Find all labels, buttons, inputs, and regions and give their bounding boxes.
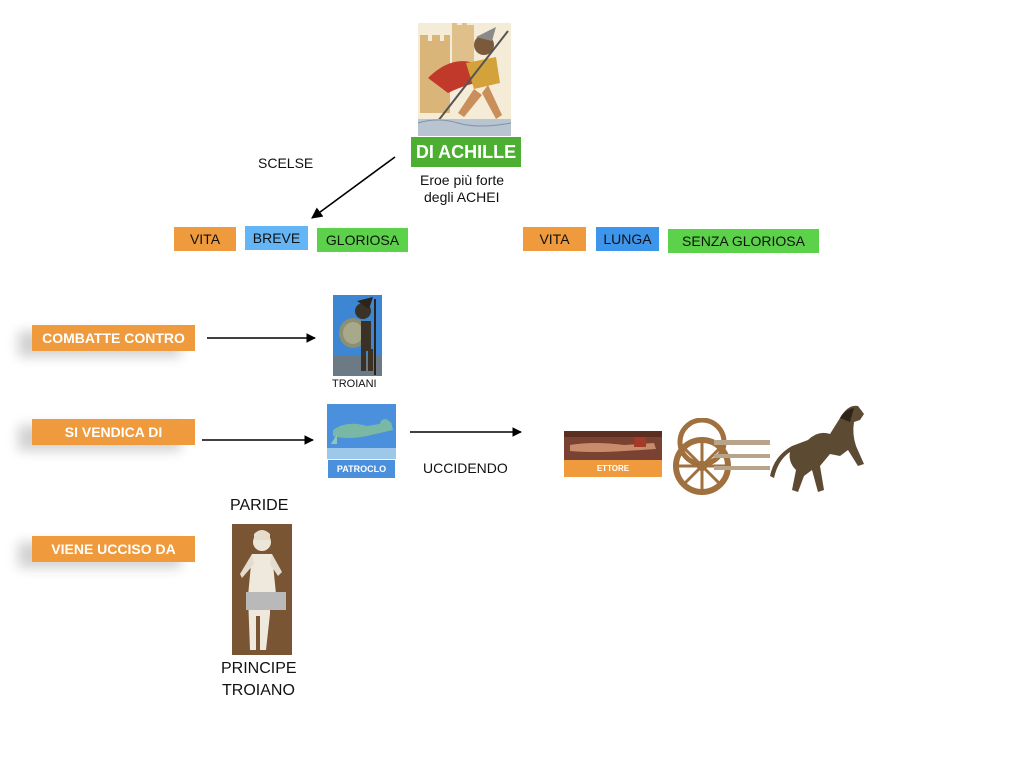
patroclo-badge: PATROCLO <box>328 460 395 478</box>
choice-right-lunga: LUNGA <box>596 227 659 251</box>
choice-right-senza-gloriosa: SENZA GLORIOSA <box>668 229 819 253</box>
choice-label: SCELSE <box>258 155 314 171</box>
achilles-image <box>418 23 511 136</box>
killer-role-line2: TROIANO <box>222 682 295 699</box>
paris-statue-image <box>232 524 292 655</box>
fallen-statue-image <box>327 404 396 459</box>
combat-tag-label: COMBATTE CONTRO <box>42 330 185 346</box>
title-caption-line2: degli ACHEI <box>424 189 500 205</box>
killer-role-line1: PRINCIPE <box>221 660 297 677</box>
killer-name: PARIDE <box>230 497 289 514</box>
choice-left-gloriosa-label: GLORIOSA <box>325 232 400 248</box>
choice-left-vita-label: VITA <box>189 231 221 247</box>
choice-left-gloriosa: GLORIOSA <box>317 228 408 252</box>
revenge-tag-label: SI VENDICA DI <box>64 424 163 440</box>
revenge-tag: SI VENDICA DI <box>32 419 195 445</box>
horse-image <box>768 400 872 496</box>
combat-arrow <box>207 333 316 343</box>
title-badge: DI ACHILLE <box>411 137 521 167</box>
choice-right-senza-gloriosa-label: SENZA GLORIOSA <box>682 233 805 249</box>
killed-tag: VIENE UCCISO DA <box>32 536 195 562</box>
uccidendo-arrow <box>410 427 522 437</box>
ettore-badge: ETTORE <box>564 460 662 477</box>
combat-tag: COMBATTE CONTRO <box>32 325 195 351</box>
title-label: DI ACHILLE <box>415 141 517 162</box>
title-caption-line1: Eroe più forte <box>420 172 505 188</box>
killed-tag-label: VIENE UCCISO DA <box>51 541 176 557</box>
choice-right-vita-label: VITA <box>539 231 570 247</box>
patroclo-label: PATROCLO <box>336 464 387 474</box>
chariot-image <box>664 418 770 502</box>
ettore-label: ETTORE <box>596 464 630 473</box>
choice-right-vita: VITA <box>523 227 586 251</box>
revenge-arrow <box>202 435 314 445</box>
hector-painting-image <box>564 431 662 460</box>
choice-arrow <box>311 156 396 219</box>
choice-left-breve-label: BREVE <box>252 230 301 246</box>
combat-target-caption: TROIANI <box>332 378 377 390</box>
action-label: UCCIDENDO <box>423 460 508 476</box>
choice-left-breve: BREVE <box>245 226 308 250</box>
choice-left-vita: VITA <box>174 227 236 251</box>
spartan-warrior-image <box>333 295 382 376</box>
choice-right-lunga-label: LUNGA <box>603 231 652 247</box>
